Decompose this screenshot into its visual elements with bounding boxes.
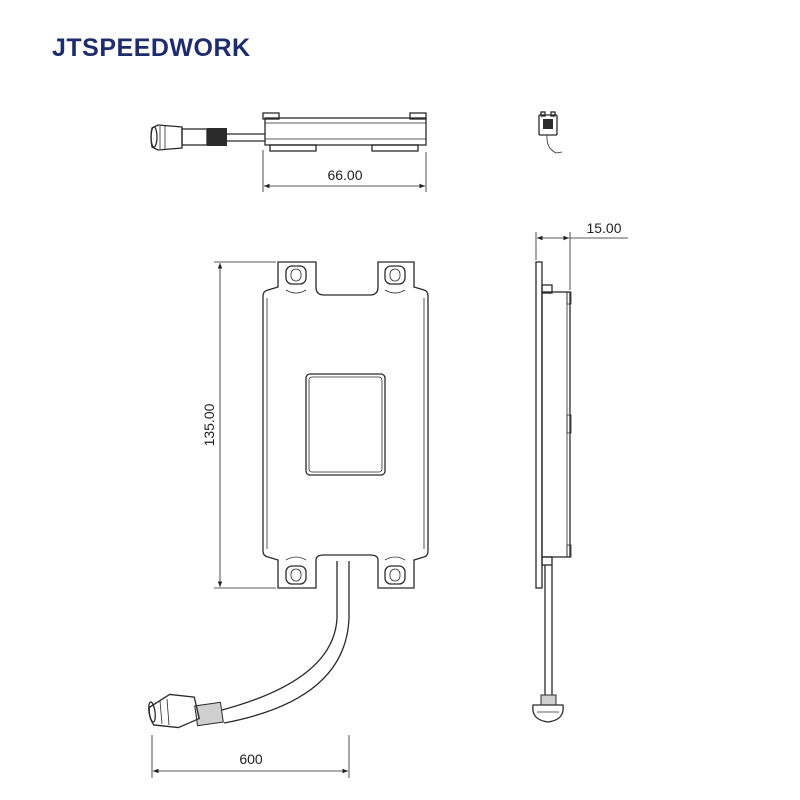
mounting-slot-bottom-left: [285, 556, 307, 585]
top-view-module: [262, 112, 427, 152]
dimension-height: 135.00: [201, 261, 276, 589]
front-view-plate: [262, 261, 429, 589]
dimension-width-label: 66.00: [327, 167, 362, 183]
front-view-window: [305, 373, 386, 476]
mounting-slot-top-right: [384, 265, 406, 294]
mounting-slot-top-left: [285, 265, 307, 294]
dimension-cable-length: 600: [151, 735, 350, 778]
front-view-cable: [148, 561, 350, 729]
dimension-thickness-label: 15.00: [586, 220, 621, 236]
mounting-slot-bottom-right: [384, 556, 406, 585]
iso-thumbnail: [538, 111, 563, 154]
top-view: 66.00: [150, 112, 427, 192]
dimension-height-label: 135.00: [201, 403, 217, 446]
front-view: 135.00 600: [148, 261, 429, 778]
dimension-thickness: 15.00: [535, 220, 628, 290]
top-view-connector: [150, 124, 265, 151]
dimension-width: 66.00: [262, 150, 427, 192]
dimension-cable-length-label: 600: [239, 751, 263, 767]
brand-logo-text: JTSPEEDWORK: [52, 34, 251, 62]
side-view: 15.00: [532, 220, 628, 723]
